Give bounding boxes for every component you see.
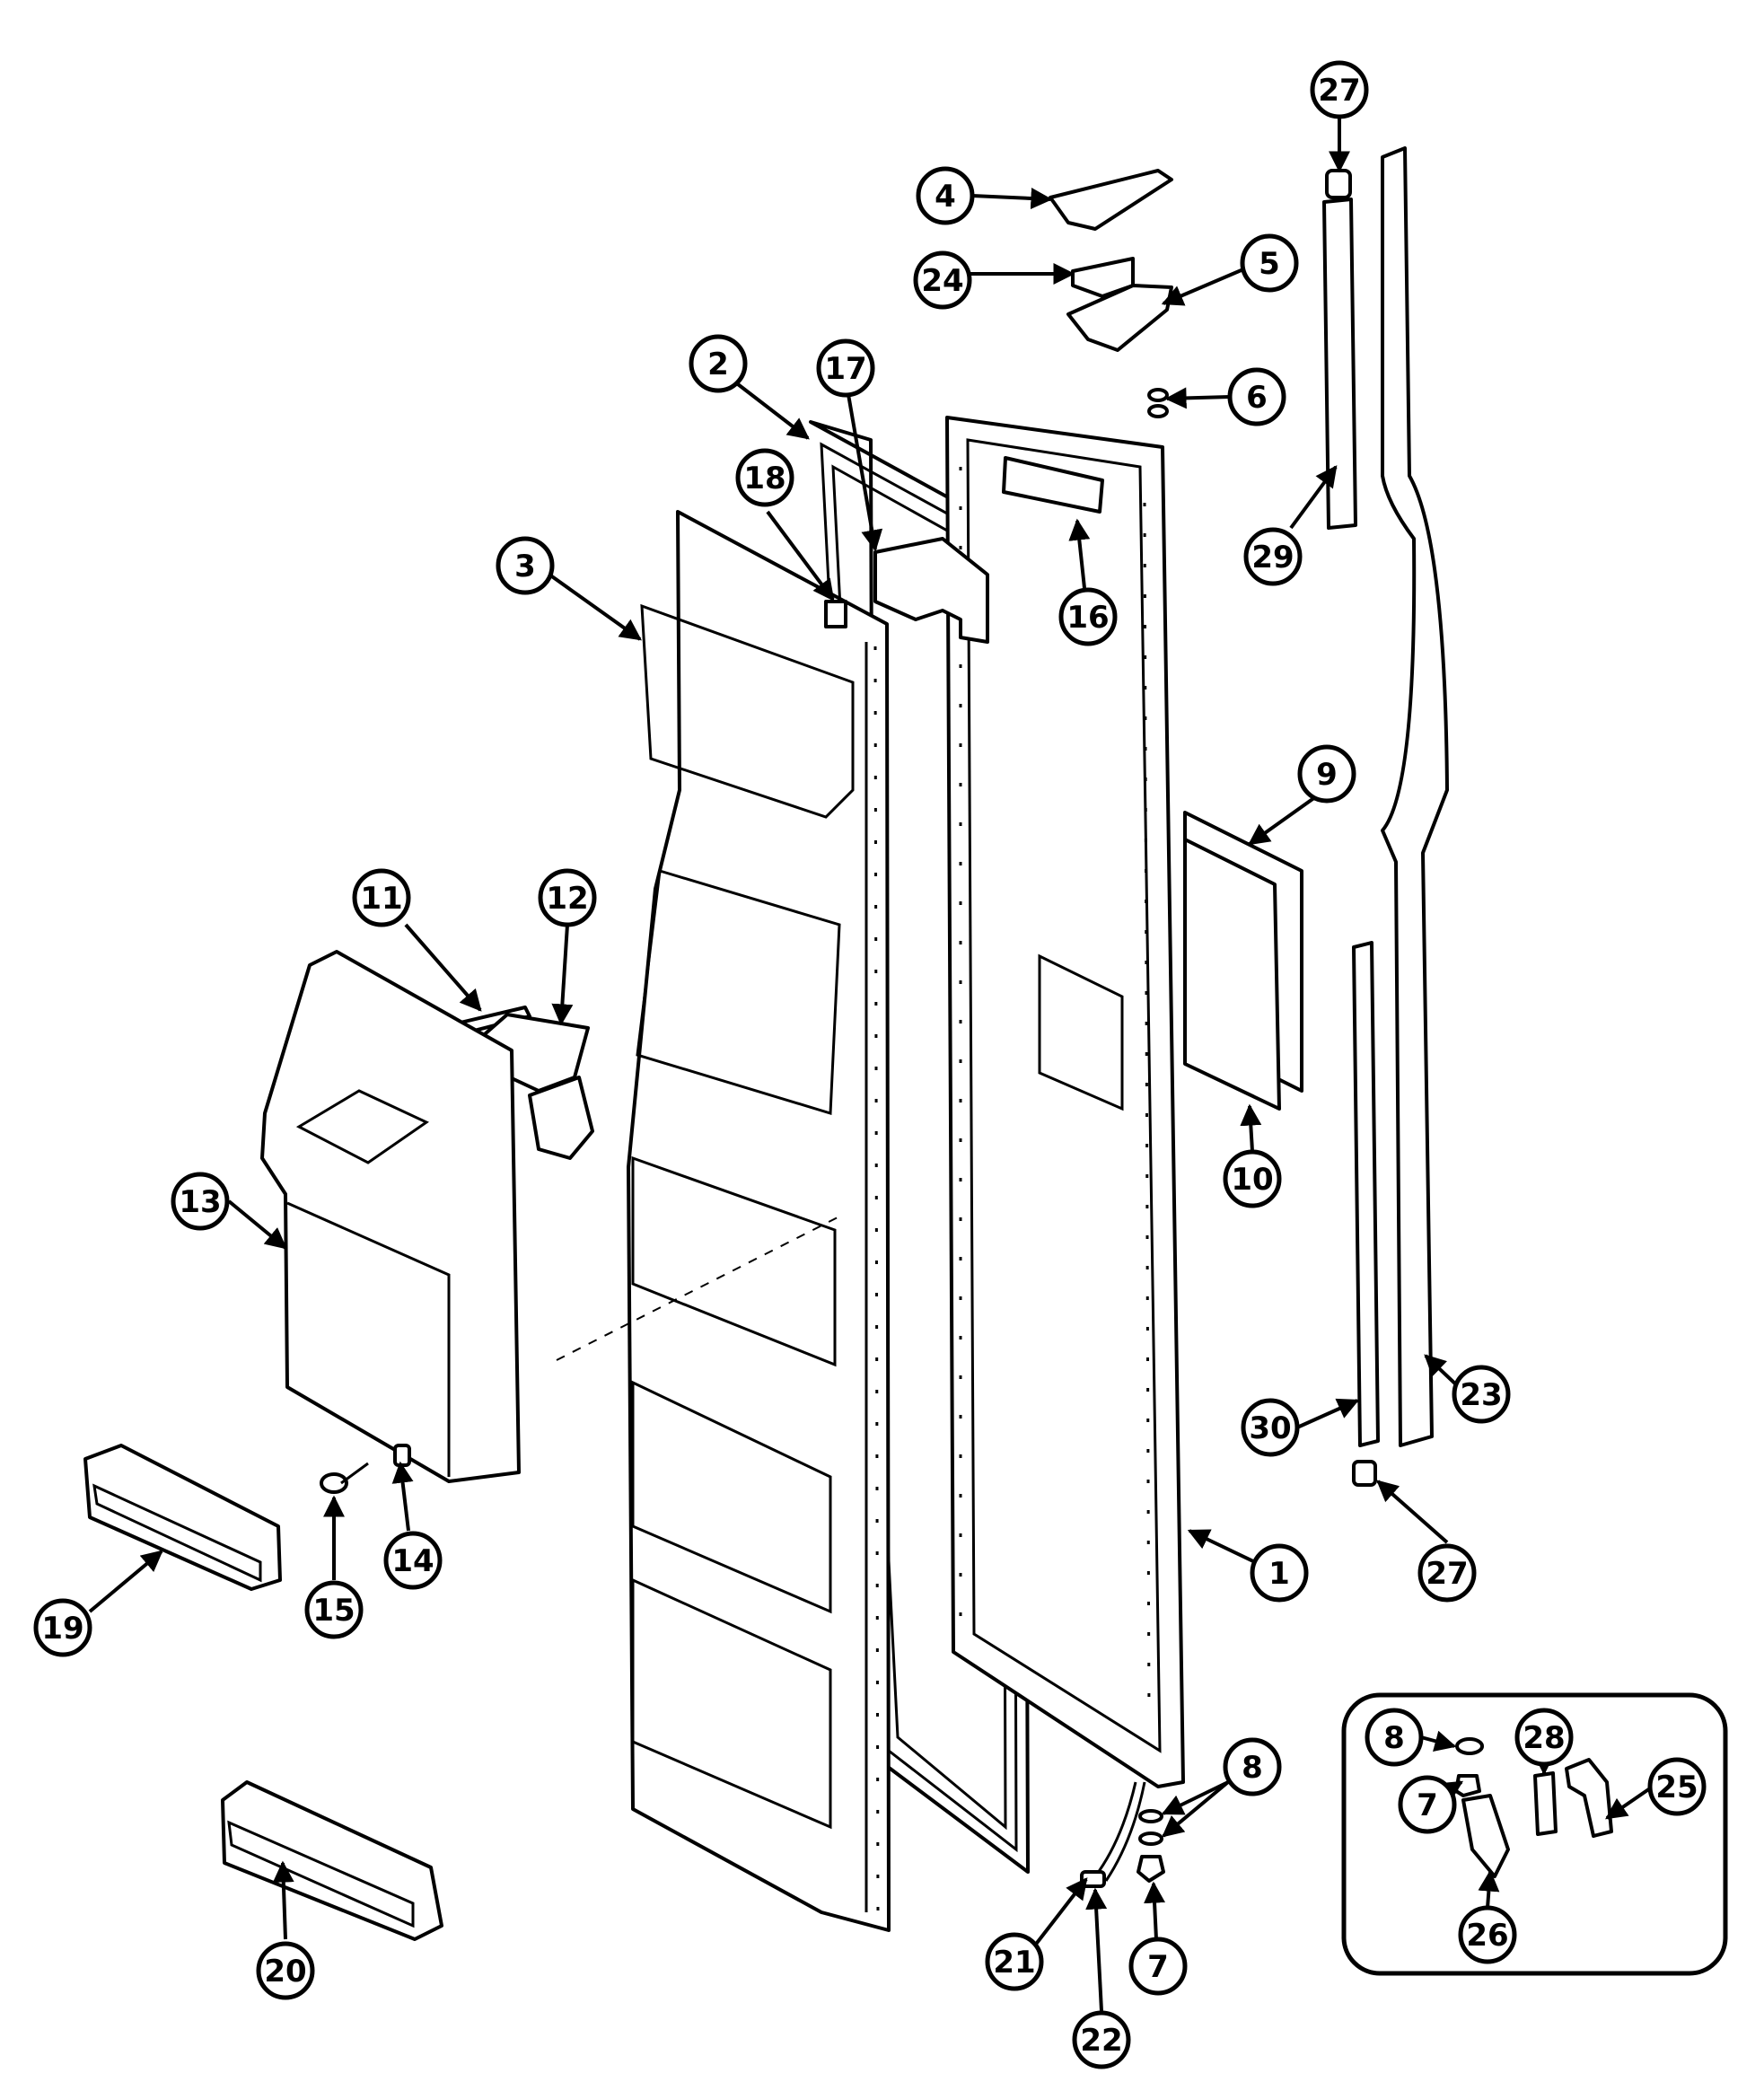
callout-12: 12 (538, 868, 597, 927)
callout-5: 5 (1240, 233, 1299, 293)
svg-text:19: 19 (41, 1611, 83, 1647)
callout-13: 13 (171, 1172, 230, 1231)
callout-15: 15 (304, 1580, 364, 1639)
svg-text:21: 21 (993, 1945, 1035, 1981)
callout-17: 17 (816, 338, 875, 398)
svg-text:1: 1 (1268, 1556, 1290, 1592)
svg-text:2: 2 (707, 347, 729, 382)
svg-text:7: 7 (1147, 1949, 1169, 1985)
callout-29: 29 (1243, 527, 1303, 586)
callout-1: 1 (1250, 1543, 1309, 1603)
svg-text:25: 25 (1655, 1770, 1698, 1805)
callout-16: 16 (1058, 587, 1118, 646)
callout-6: 6 (1227, 367, 1286, 426)
part-20-bin (221, 1780, 443, 1941)
svg-text:27: 27 (1426, 1556, 1468, 1592)
part-4-hinge-cover (1049, 169, 1173, 231)
callout-27-top: 27 (1310, 60, 1369, 119)
part-15-screw (320, 1462, 369, 1494)
part-27-bottom-cap (1352, 1460, 1377, 1487)
callout-19: 19 (33, 1598, 92, 1657)
svg-text:20: 20 (264, 1954, 306, 1990)
part-14-clip (393, 1444, 411, 1467)
svg-text:10: 10 (1231, 1162, 1273, 1198)
callout-28: 28 (1514, 1708, 1574, 1767)
callout-18: 18 (735, 448, 794, 507)
callout-27-bottom: 27 (1417, 1543, 1477, 1603)
svg-text:28: 28 (1523, 1720, 1565, 1756)
svg-text:14: 14 (391, 1543, 434, 1579)
callout-22: 22 (1072, 2010, 1131, 2069)
part-3-door-liner (627, 510, 891, 1932)
svg-text:26: 26 (1466, 1918, 1508, 1954)
svg-text:30: 30 (1249, 1410, 1291, 1446)
callout-7-bottom: 7 (1128, 1937, 1188, 1996)
part-19-bin (83, 1444, 282, 1591)
leader-lines (88, 119, 1652, 2012)
callout-24: 24 (913, 250, 972, 310)
callout-8-bottom: 8 (1223, 1737, 1282, 1796)
part-5-top-hinge (1066, 284, 1173, 352)
svg-text:8: 8 (1383, 1720, 1405, 1756)
callout-25: 25 (1647, 1757, 1707, 1816)
callout-3: 3 (496, 536, 555, 595)
callout-9: 9 (1297, 744, 1356, 804)
svg-text:8: 8 (1242, 1750, 1263, 1786)
callout-8-inset: 8 (1365, 1708, 1424, 1767)
svg-text:7: 7 (1417, 1788, 1438, 1823)
svg-text:9: 9 (1316, 757, 1338, 793)
svg-text:22: 22 (1080, 2023, 1122, 2059)
callout-23: 23 (1452, 1365, 1511, 1424)
part-16-hinge-block (1002, 456, 1104, 514)
part-30-trim-strip (1352, 941, 1380, 1447)
svg-text:17: 17 (824, 351, 866, 387)
part-1-door-panel (945, 416, 1185, 1788)
part-18-clip (824, 600, 847, 628)
inset-bottom-hinge-detail (1341, 1692, 1728, 1976)
part-21-22-wire (1080, 1781, 1146, 1888)
callout-14: 14 (383, 1531, 443, 1590)
svg-text:18: 18 (743, 461, 785, 496)
svg-text:15: 15 (312, 1593, 355, 1629)
svg-text:3: 3 (514, 549, 536, 584)
callout-21: 21 (985, 1932, 1044, 1991)
svg-text:27: 27 (1318, 73, 1360, 109)
svg-text:4: 4 (935, 179, 956, 215)
svg-text:11: 11 (360, 881, 402, 917)
svg-text:16: 16 (1066, 600, 1109, 636)
part-10-panel (1038, 838, 1281, 1111)
callout-30: 30 (1241, 1398, 1300, 1457)
part-29-trim-strip (1322, 198, 1357, 530)
part-27-top-cap (1325, 169, 1352, 199)
part-6-washers (1147, 388, 1169, 418)
callout-11: 11 (352, 868, 411, 927)
svg-text:13: 13 (179, 1184, 221, 1220)
callout-20: 20 (256, 1941, 315, 2000)
part-17-bracket (873, 537, 989, 644)
callout-2: 2 (689, 334, 748, 393)
svg-text:23: 23 (1460, 1377, 1502, 1413)
svg-text:6: 6 (1246, 380, 1268, 416)
callout-7-inset: 7 (1398, 1775, 1457, 1834)
part-23-handle (1381, 146, 1449, 1447)
svg-text:24: 24 (921, 263, 963, 299)
svg-text:29: 29 (1251, 540, 1294, 575)
part-13-dispenser-housing (260, 950, 521, 1483)
callout-4: 4 (916, 166, 975, 225)
callout-26: 26 (1458, 1905, 1517, 1964)
part-8-7-bottom-hardware (1137, 1809, 1165, 1883)
callout-10: 10 (1223, 1149, 1282, 1208)
svg-text:5: 5 (1259, 246, 1280, 282)
svg-text:12: 12 (546, 881, 588, 917)
